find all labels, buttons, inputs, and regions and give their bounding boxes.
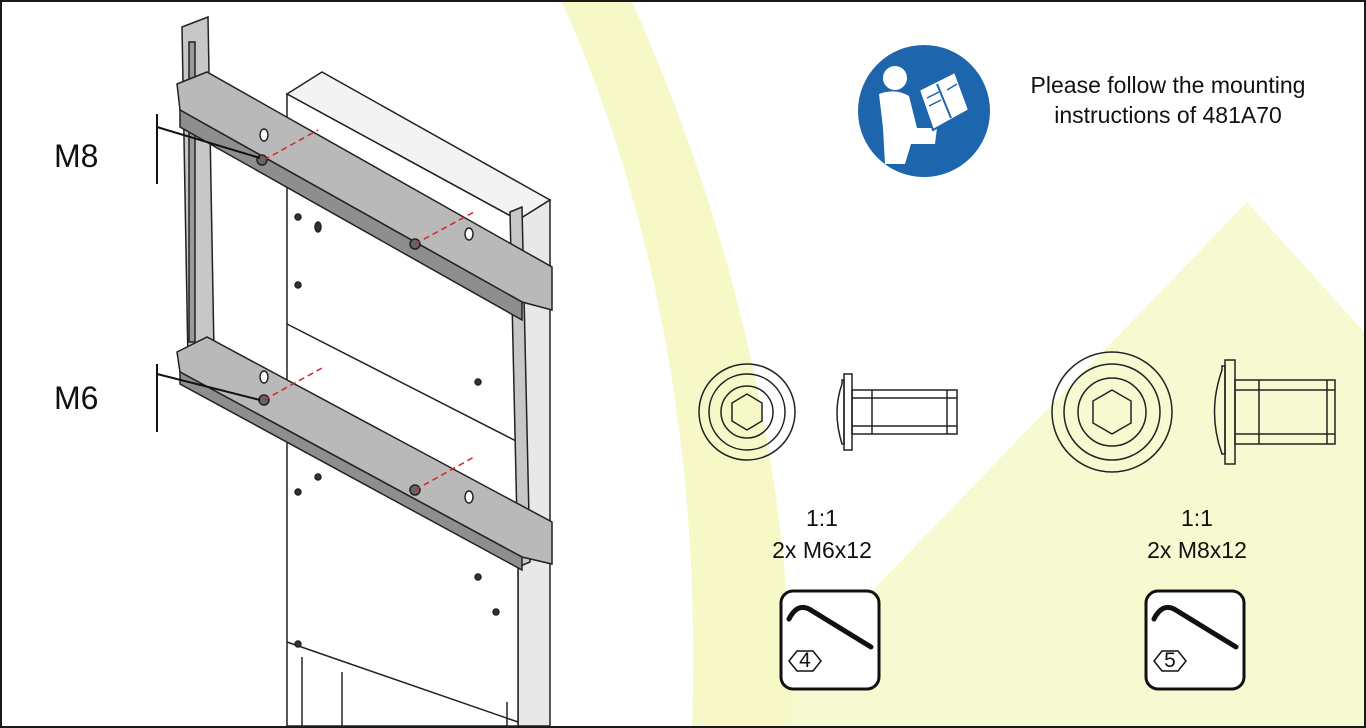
instructions-line-2: instructions of 481A70 [1054,102,1282,128]
mounting-instructions-note: Please follow the mounting instructions … [992,70,1344,130]
read-manual-icon [858,45,990,177]
hex-key-icon: 4 [779,589,881,691]
m8-bolt-caption: 1:1 2x M8x12 [1107,502,1287,566]
m8-bolt-label: M8 [54,138,99,174]
m8-scale: 1:1 [1181,505,1213,531]
left-upright [181,15,215,364]
leader-lines [156,114,261,432]
m6-bolt-label: M6 [54,380,99,416]
m8-bolt-drawing [1051,351,1336,473]
m6-bolt-caption: 1:1 2x M6x12 [732,502,912,566]
m8-spec: 2x M8x12 [1147,537,1247,563]
m6-scale: 1:1 [806,505,838,531]
drill-lines [263,129,475,491]
bottom-crossbar [176,336,553,572]
hex-key-4-graphic [779,589,881,691]
hex-key-5-graphic [1144,589,1246,691]
m6-spec: 2x M6x12 [772,537,872,563]
instructions-line-1: Please follow the mounting [1030,72,1306,98]
hex-key-size-5: 5 [1164,649,1176,672]
watermark-arc [562,2,792,726]
top-crossbar [176,71,553,322]
hex-key-size-4: 4 [799,649,811,672]
hex-key-icon: 5 [1144,589,1246,691]
m6-bolt-drawing [698,363,958,461]
